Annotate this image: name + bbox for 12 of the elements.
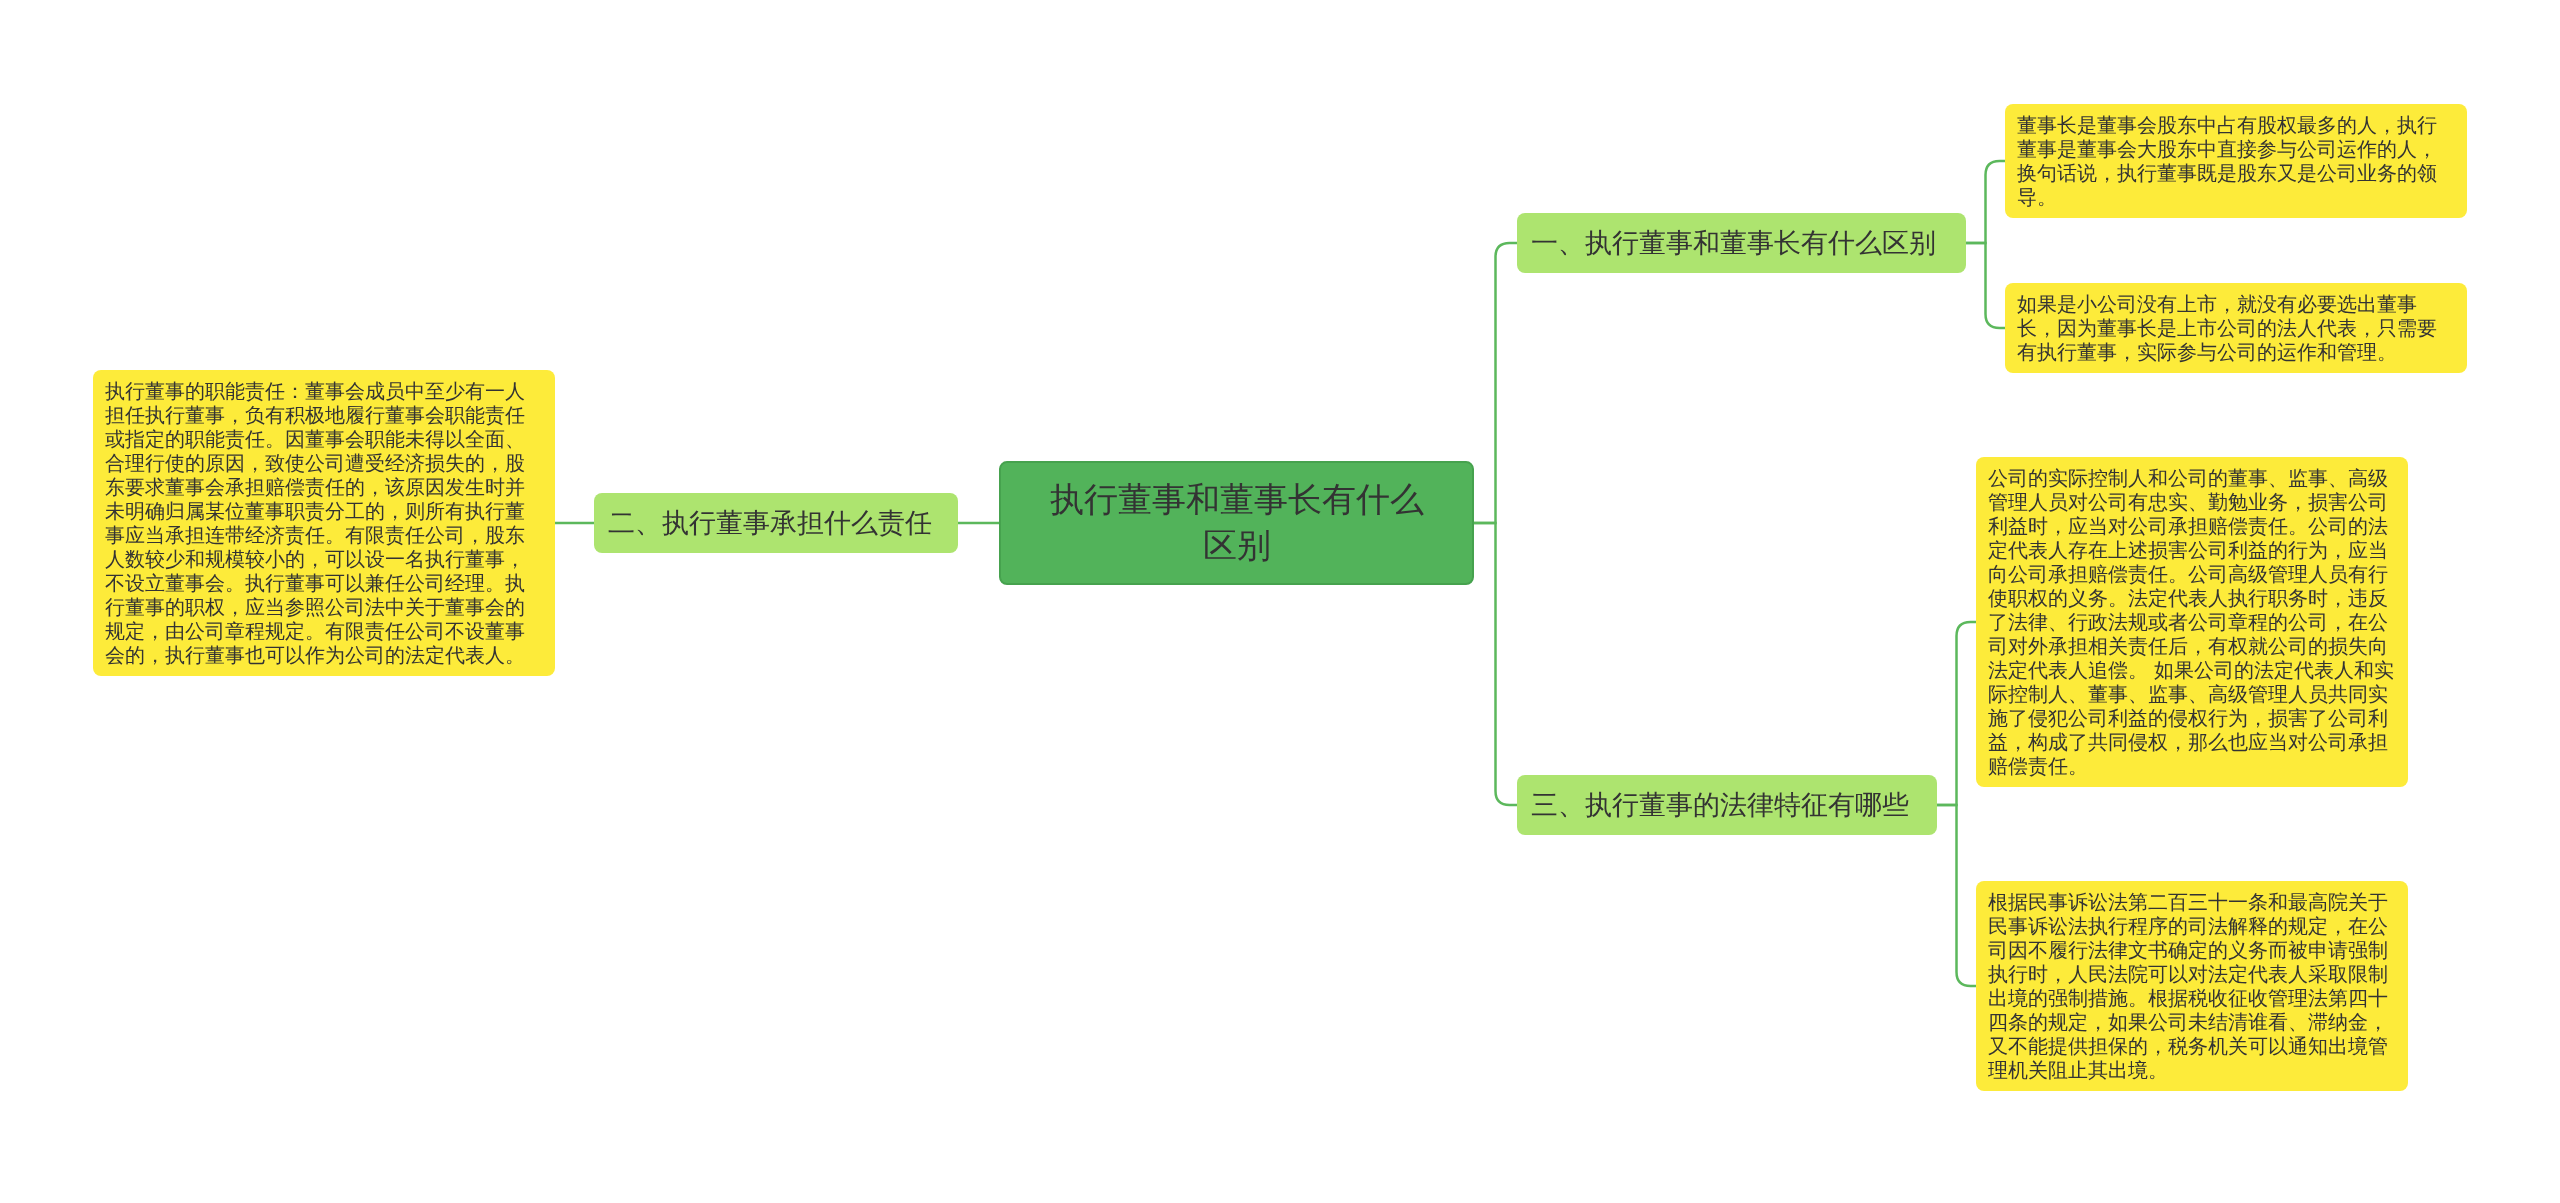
connector-line (555, 521, 594, 525)
note-box: 董事长是董事会股东中占有股权最多的人，执行董事是董事会大股东中直接参与公司运作的人，换句话说，执行董事既是股东又是公司业务的领导。 (2005, 104, 2467, 218)
note-box: 根据民事诉讼法第二百三十一条和最高院关于民事诉讼法执行程序的司法解释的规定，在公司因不履行法律文书确定的义务而被申请强制执行时，人民法院可以对法定代表人采取限制出境的强制措施。根据税收征收管理法第四十四条的规定，如果公司未结清谁看、滞纳金，又不能提供担保的，税务机关可以通知出境管理机关阻止其出境。 (1976, 881, 2408, 1091)
branch-topic-box: 二、执行董事承担什么责任 (594, 493, 958, 553)
note-box: 如果是小公司没有上市，就没有必要选出董事长，因为董事长是上市公司的法人代表，只需要有执行董事，实际参与公司的运作和管理。 (2005, 283, 2467, 373)
branch-topic-box: 一、执行董事和董事长有什么区别 (1517, 213, 1966, 273)
branch-topic-box: 三、执行董事的法律特征有哪些 (1517, 775, 1937, 835)
note-box: 执行董事的职能责任：董事会成员中至少有一人担任执行董事，负有积极地履行董事会职能责任或指定的职能责任。因董事会职能未得以全面、合理行使的原因，致使公司遭受经济损失的，股东要求董事会承担赔偿责任的，该原因发生时并未明确归属某位董事职责分工的，则所有执行董事应当承担连带经济责任。有限责任公司，股东人数较少和规模较小的，可以设一名执行董事，不设立董事会。执行董事可以兼任公司经理。执行董事的职权，应当参照公司法中关于董事会的规定，由公司章程规定。有限责任公司不设董事会的，执行董事也可以作为公司的法定代表人。 (93, 370, 555, 676)
connector-line (1474, 521, 1517, 807)
connector-line (958, 521, 999, 525)
root-topic-box: 执行董事和董事长有什么区别 (999, 461, 1474, 585)
note-box: 公司的实际控制人和公司的董事、监事、高级管理人员对公司有忠实、勤勉业务，损害公司利益时，应当对公司承担赔偿责任。公司的法定代表人存在上述损害公司利益的行为，应当向公司承担赔偿责任。公司高级管理人员有行使职权的义务。法定代表人执行职务时，违反了法律、行政法规或者公司章程的公司，在公司对外承担相关责任后，有权就公司的损失向法定代表人追偿。 如果公司的法定代表人和实际控制人、董事、监事、高级管理人员共同实施了侵犯公司利益的侵权行为，损害了公司利益，构成了共同侵权，那么也应当对公司承担赔偿责任。 (1976, 457, 2408, 787)
